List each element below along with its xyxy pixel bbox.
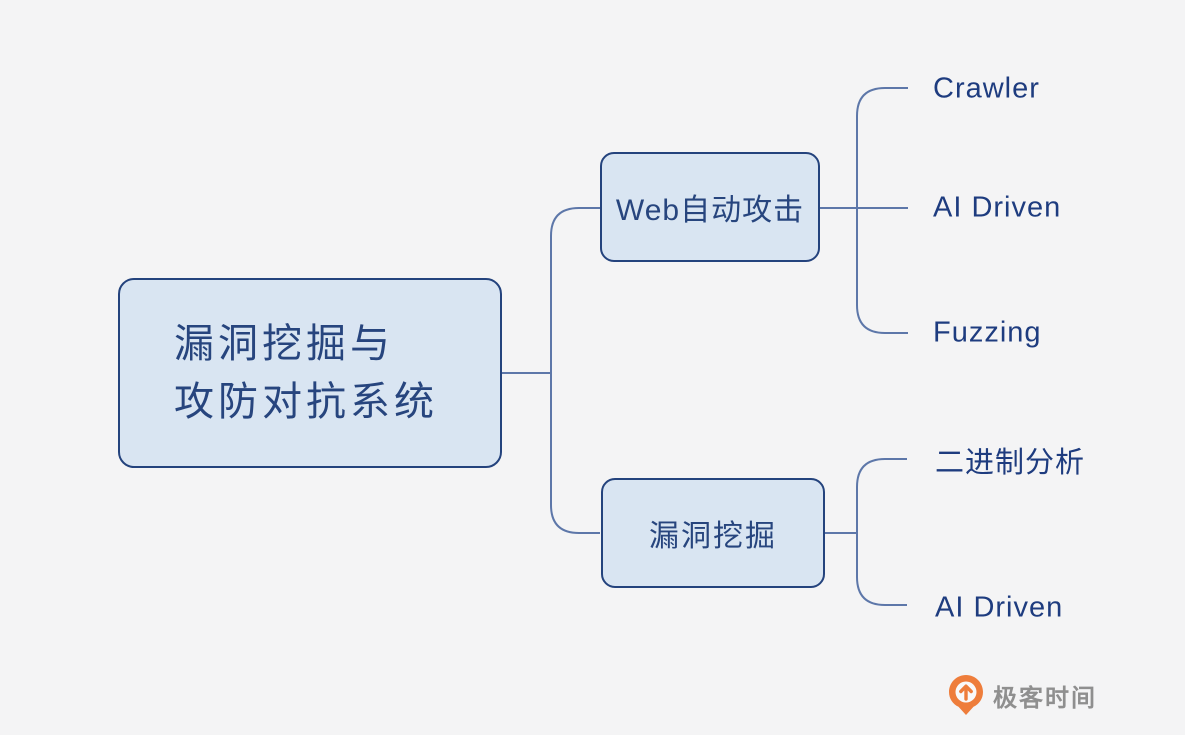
leaf-binary-analysis: 二进制分析 [935,447,1086,479]
branch-node-label: 漏洞挖掘 [649,520,777,553]
connector-branch1-to-leaf-aidriven [856,533,907,606]
brand-logo: 极客时间 [948,674,1097,716]
root-node: 漏洞挖掘与 攻防对抗系统 [118,278,502,468]
branch-node-web-auto-attack: Web自动攻击 [600,152,820,262]
root-node-label: 漏洞挖掘与 攻防对抗系统 [174,315,438,431]
root-node-label-line1: 漏洞挖掘与 [174,322,394,366]
leaf-ai-driven-web: AI Driven [933,191,1062,224]
branch-node-label: Web自动攻击 [615,194,805,227]
connector-branch0-to-leaf-fuzzing [856,208,908,334]
connector-root-to-branch-0 [550,207,600,373]
leaf-fuzzing: Fuzzing [933,316,1042,349]
connector-branch1-to-leaf-binary [856,458,907,533]
branch-node-vuln-mining: 漏洞挖掘 [601,478,825,588]
geektime-icon [948,674,984,716]
connector-root-to-branch-1 [550,373,600,534]
brand-text: 极客时间 [993,684,1097,712]
root-node-label-line2: 攻防对抗系统 [174,380,438,424]
connector-branch0-to-leaf-crawler [856,87,908,208]
leaf-crawler: Crawler [933,72,1040,105]
leaf-ai-driven-vuln: AI Driven [935,591,1064,624]
